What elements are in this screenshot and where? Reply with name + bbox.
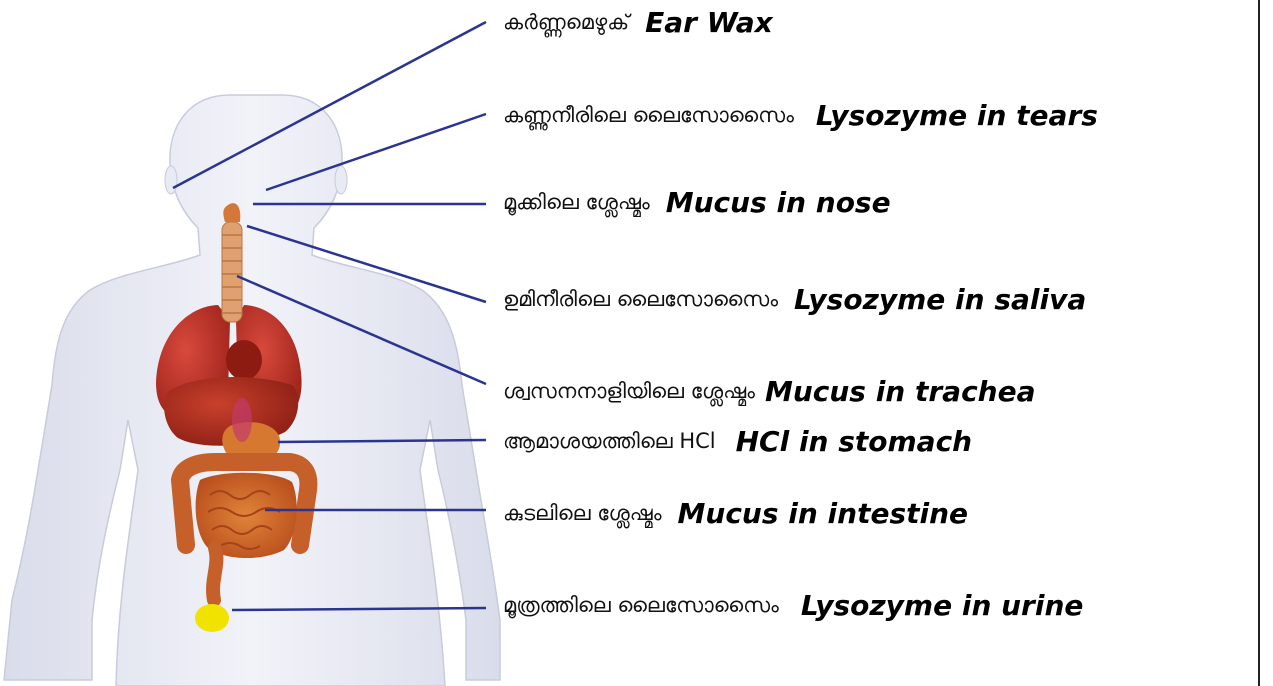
bladder (195, 604, 229, 632)
label-malayalam: ഉമിനീരിലെ ലൈസോസൈം (503, 287, 778, 312)
label-malayalam: കണ്ണുനീരിലെ ലൈസോസൈം (503, 103, 794, 128)
label-english: HCl in stomach (736, 425, 973, 458)
label-ear-wax: കർണ്ണമെഴുക് Ear Wax (503, 2, 773, 42)
label-english: Lysozyme in urine (801, 589, 1084, 622)
label-english: Lysozyme in tears (816, 99, 1098, 132)
right-border (1258, 0, 1260, 686)
label-mucus-trachea: ശ്വസനനാളിയിലെ ശ്ലേഷ്മം Mucus in trachea (503, 371, 1036, 411)
label-hcl-stomach: ആമാശയത്തിലെ HCl HCl in stomach (503, 421, 972, 461)
label-mucus-nose: മൂക്കിലെ ശ്ലേഷ്മം Mucus in nose (503, 182, 891, 222)
label-english: Mucus in trachea (765, 375, 1036, 408)
ear-right (335, 166, 347, 194)
label-malayalam: കുടലിലെ ശ്ലേഷ്മം (503, 501, 662, 526)
label-english: Ear Wax (645, 6, 773, 39)
label-lysozyme-saliva: ഉമിനീരിലെ ലൈസോസൈം Lysozyme in saliva (503, 279, 1086, 319)
label-lysozyme-tears: കണ്ണുനീരിലെ ലൈസോസൈം Lysozyme in tears (503, 95, 1098, 135)
label-lysozyme-urine: മൂത്രത്തിലെ ലൈസോസൈം Lysozyme in urine (503, 585, 1083, 625)
label-malayalam: കർണ്ണമെഴുക് (503, 10, 629, 35)
label-malayalam: ആമാശയത്തിലെ HCl (503, 429, 716, 454)
label-english: Lysozyme in saliva (794, 283, 1086, 316)
label-malayalam: ശ്വസനനാളിയിലെ ശ്ലേഷ്മം (503, 379, 755, 404)
trachea (222, 222, 242, 322)
ear-left (165, 166, 177, 194)
rectum (213, 548, 216, 600)
label-malayalam: മൂക്കിലെ ശ്ലേഷ്മം (503, 190, 650, 215)
label-malayalam: മൂത്രത്തിലെ ലൈസോസൈം (503, 593, 779, 618)
label-mucus-intestine: കുടലിലെ ശ്ലേഷ്മം Mucus in intestine (503, 493, 968, 533)
heart (226, 340, 262, 380)
label-english: Mucus in nose (666, 186, 891, 219)
spleen (232, 398, 252, 442)
label-english: Mucus in intestine (678, 497, 969, 530)
